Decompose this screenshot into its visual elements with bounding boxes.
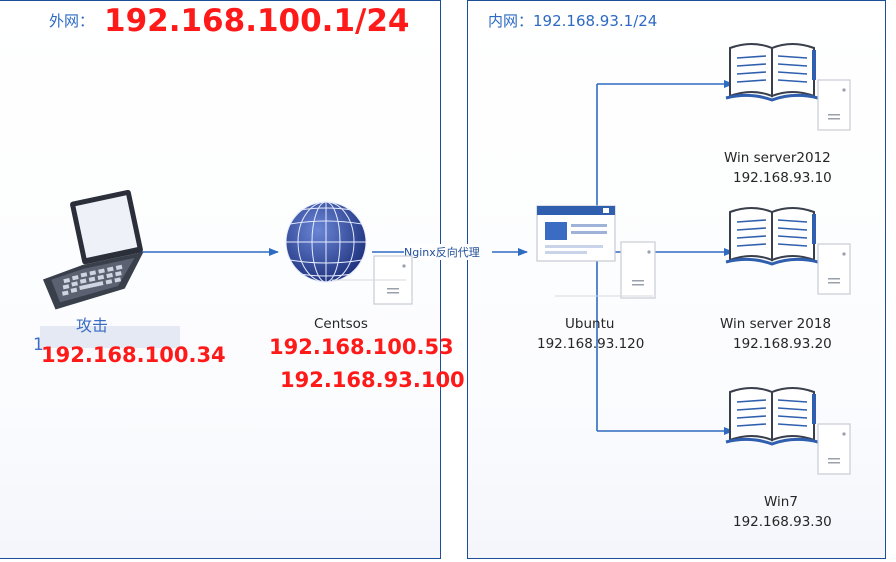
webpage-icon xyxy=(536,205,656,299)
proxy-edge-label: Nginx反向代理 xyxy=(404,244,480,260)
centos-ip-internal: 192.168.93.100 xyxy=(280,368,465,392)
book-server-icon xyxy=(725,387,851,475)
attacker-label-backdrop xyxy=(40,326,180,348)
win2018-ip: 192.168.93.20 xyxy=(733,336,832,352)
server-icon xyxy=(817,423,851,475)
laptop-icon xyxy=(42,190,144,310)
attacker-label: 攻击 xyxy=(76,316,109,335)
server-icon xyxy=(817,79,851,131)
attacker-ip-stub: 1 xyxy=(33,335,44,355)
centos-ip-external: 192.168.100.53 xyxy=(269,335,454,359)
book-server-icon xyxy=(725,43,851,131)
win2018-label: Win server 2018 xyxy=(720,316,832,332)
win7-ip: 192.168.93.30 xyxy=(733,514,832,530)
internal-network-zone xyxy=(467,0,886,559)
attacker-ip: 192.168.100.34 xyxy=(41,343,226,367)
win7-label: Win7 xyxy=(764,494,798,510)
centos-label: Centsos xyxy=(314,316,368,332)
book-server-icon xyxy=(725,207,851,295)
win2012-label: Win server2012 xyxy=(724,150,831,166)
ubuntu-ip: 192.168.93.120 xyxy=(537,336,645,352)
external-zone-prefix: 外网： xyxy=(49,12,95,30)
server-icon xyxy=(817,243,851,295)
internal-zone-title: 内网：192.168.93.1/24 xyxy=(488,12,658,30)
server-icon xyxy=(620,241,656,299)
win2012-ip: 192.168.93.10 xyxy=(733,170,832,186)
globe-icon xyxy=(285,201,413,305)
external-zone-subnet: 192.168.100.1/24 xyxy=(104,3,410,39)
ubuntu-label: Ubuntu xyxy=(565,316,615,332)
